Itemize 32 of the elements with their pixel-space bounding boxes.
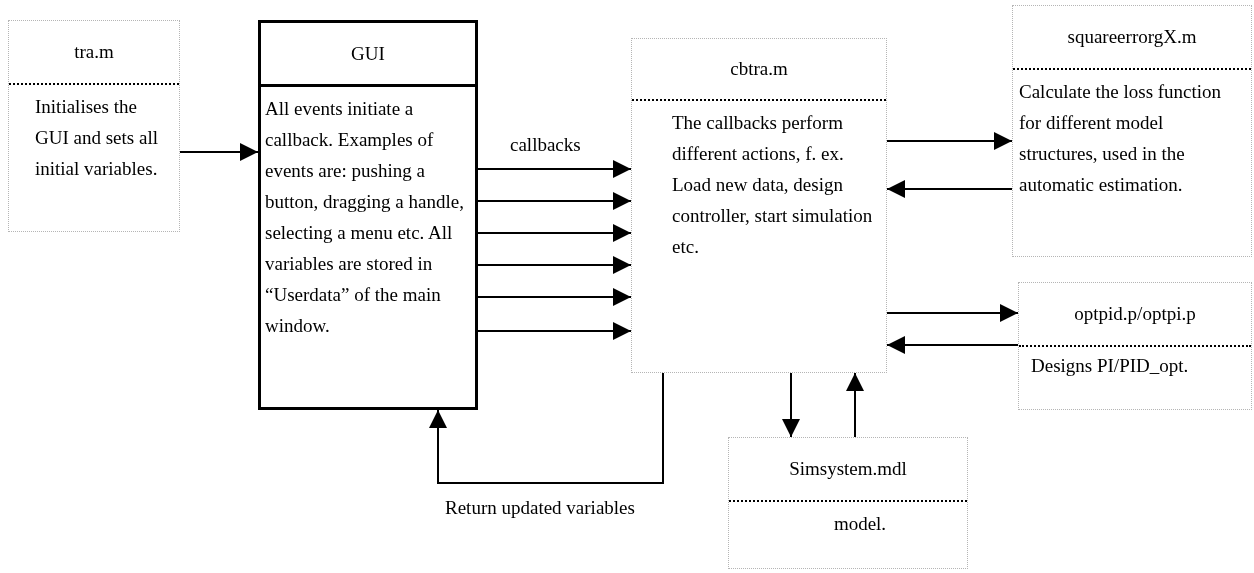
arrow bbox=[429, 372, 664, 484]
arrow bbox=[782, 372, 800, 438]
file-box bbox=[728, 437, 968, 569]
arrow bbox=[477, 192, 632, 210]
box-description: Initialises the GUI and sets all initial variables. bbox=[35, 96, 158, 179]
box-description: Calculate the loss function for different model structures, used in the automatic estimation. bbox=[1019, 81, 1222, 195]
arrow bbox=[886, 132, 1013, 150]
file-box bbox=[8, 20, 180, 232]
arrow bbox=[179, 143, 259, 161]
component-box bbox=[258, 20, 478, 410]
box-title: cbtra.m bbox=[730, 58, 788, 80]
arrow bbox=[886, 336, 1019, 354]
box-title: GUI bbox=[351, 42, 385, 65]
box-title: squareerrorgX.m bbox=[1067, 26, 1197, 48]
box-description: All events initiate a callback. Examples of events are: pushing a button, dragging a handle, selecting a menu etc. All variables are stored in “Userdata” of the main window. bbox=[265, 98, 464, 336]
arrow bbox=[477, 322, 632, 340]
box-title: optpid.p/optpi.p bbox=[1074, 303, 1196, 325]
arrow bbox=[886, 304, 1019, 322]
arrow bbox=[477, 256, 632, 274]
file-box bbox=[1018, 282, 1252, 410]
box-description: model. bbox=[833, 513, 887, 534]
arrow bbox=[477, 160, 632, 178]
box-description: The callbacks perform different actions, f. ex. Load new data, design controller, start simulation etc. bbox=[672, 112, 873, 257]
box-title: Simsystem.mdl bbox=[789, 458, 907, 480]
arrow bbox=[477, 288, 632, 306]
box-description: Designs PI/PID_opt. bbox=[1031, 355, 1189, 376]
file-box bbox=[1012, 5, 1252, 257]
arrow bbox=[886, 180, 1013, 198]
box-title: tra.m bbox=[74, 41, 114, 63]
arrow bbox=[477, 224, 632, 242]
arrow bbox=[846, 372, 864, 438]
file-box bbox=[631, 38, 887, 373]
